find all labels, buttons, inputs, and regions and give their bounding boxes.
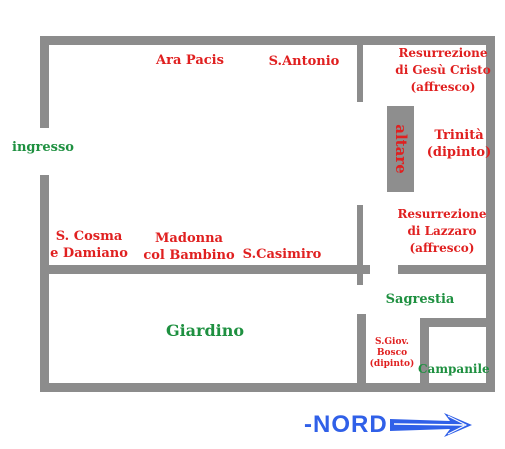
inner-wall-vertical-upper xyxy=(357,36,363,102)
label-trinita: Trinità (dipinto) xyxy=(426,128,492,160)
label-resurrezione-gesu: Resurrezione di Gesù Cristo (affresco) xyxy=(395,46,491,94)
label-giardino: Giardino xyxy=(165,321,245,340)
outer-wall-left-lower xyxy=(40,175,49,392)
label-sagrestia: Sagrestia xyxy=(385,292,455,307)
outer-wall-top xyxy=(40,36,495,45)
label-resurrezione-lazzaro: Resurrezione di Lazzaro (affresco) xyxy=(397,207,487,255)
altar-label-wrap: altare xyxy=(387,106,414,192)
campanile-wall-left xyxy=(420,318,429,392)
inner-wall-vertical-middle xyxy=(357,205,363,285)
label-s-giov-bosco: S.Giov. Bosco (dipinto) xyxy=(369,337,415,369)
label-madonna: Madonna col Bambino xyxy=(143,231,235,263)
label-ara-pacis: Ara Pacis xyxy=(156,53,224,68)
outer-wall-left-upper xyxy=(40,36,49,128)
arrow-right-icon xyxy=(389,413,472,437)
label-s-casimiro: S.Casimiro xyxy=(242,247,322,262)
label-s-cosma: S. Cosma e Damiano xyxy=(50,229,128,261)
altar-label: altare xyxy=(391,124,410,174)
north-label: -NORD xyxy=(304,411,388,438)
north-indicator: -NORD xyxy=(304,408,472,442)
campanile-wall-top xyxy=(420,318,495,327)
label-s-antonio: S.Antonio xyxy=(268,54,340,69)
inner-wall-horizontal-left xyxy=(40,265,370,274)
outer-wall-right xyxy=(486,36,495,392)
label-ingresso: ingresso xyxy=(12,140,74,155)
altar-block xyxy=(387,106,414,192)
inner-wall-horizontal-right xyxy=(398,265,495,274)
label-campanile: Campanile xyxy=(418,362,490,376)
outer-wall-bottom xyxy=(40,383,495,392)
sagrestia-wall-left xyxy=(357,314,366,392)
